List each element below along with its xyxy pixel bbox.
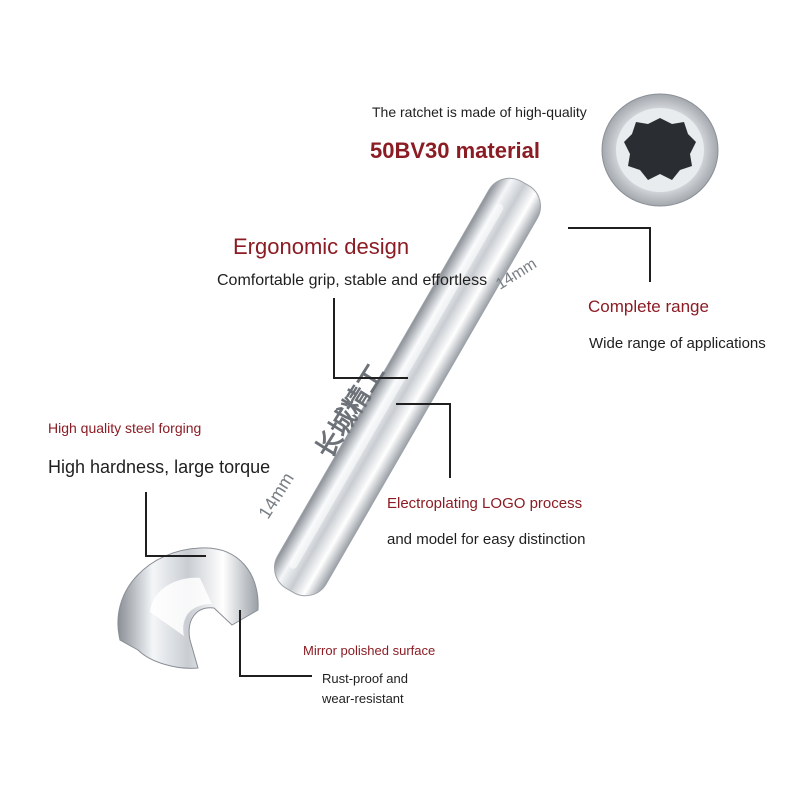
electroplating-logo-title: Electroplating LOGO process bbox=[387, 495, 583, 512]
ratchet-head bbox=[601, 93, 719, 207]
mirror-polished-line1: Rust-proof and bbox=[322, 671, 408, 686]
steel-forging-title: High quality steel forging bbox=[48, 420, 202, 436]
callout-line-logo bbox=[396, 403, 451, 478]
ratchet-gear-icon bbox=[624, 118, 696, 180]
mirror-polished-line2: wear-resistant bbox=[322, 691, 404, 706]
callout-line-ergonomic bbox=[333, 298, 408, 379]
material-grade-text: 50BV30 material bbox=[370, 138, 540, 163]
open-end-head bbox=[117, 547, 259, 669]
callout-line-range bbox=[568, 227, 651, 282]
complete-range-subtitle: Wide range of applications bbox=[589, 335, 766, 352]
ratchet-material-text: The ratchet is made of high-quality bbox=[372, 104, 587, 120]
callout-lines bbox=[145, 227, 651, 677]
electroplating-logo-subtitle: and model for easy distinction bbox=[387, 531, 586, 548]
callout-line-mirror bbox=[239, 610, 312, 677]
ergonomic-design-title: Ergonomic design bbox=[233, 234, 410, 259]
wrench-shaft bbox=[274, 177, 541, 597]
complete-range-title: Complete range bbox=[588, 297, 709, 316]
mirror-polished-title: Mirror polished surface bbox=[303, 643, 436, 658]
steel-forging-subtitle: High hardness, large torque bbox=[48, 457, 271, 477]
callout-line-forging bbox=[145, 492, 206, 557]
ergonomic-design-subtitle: Comfortable grip, stable and effortless bbox=[217, 272, 488, 289]
